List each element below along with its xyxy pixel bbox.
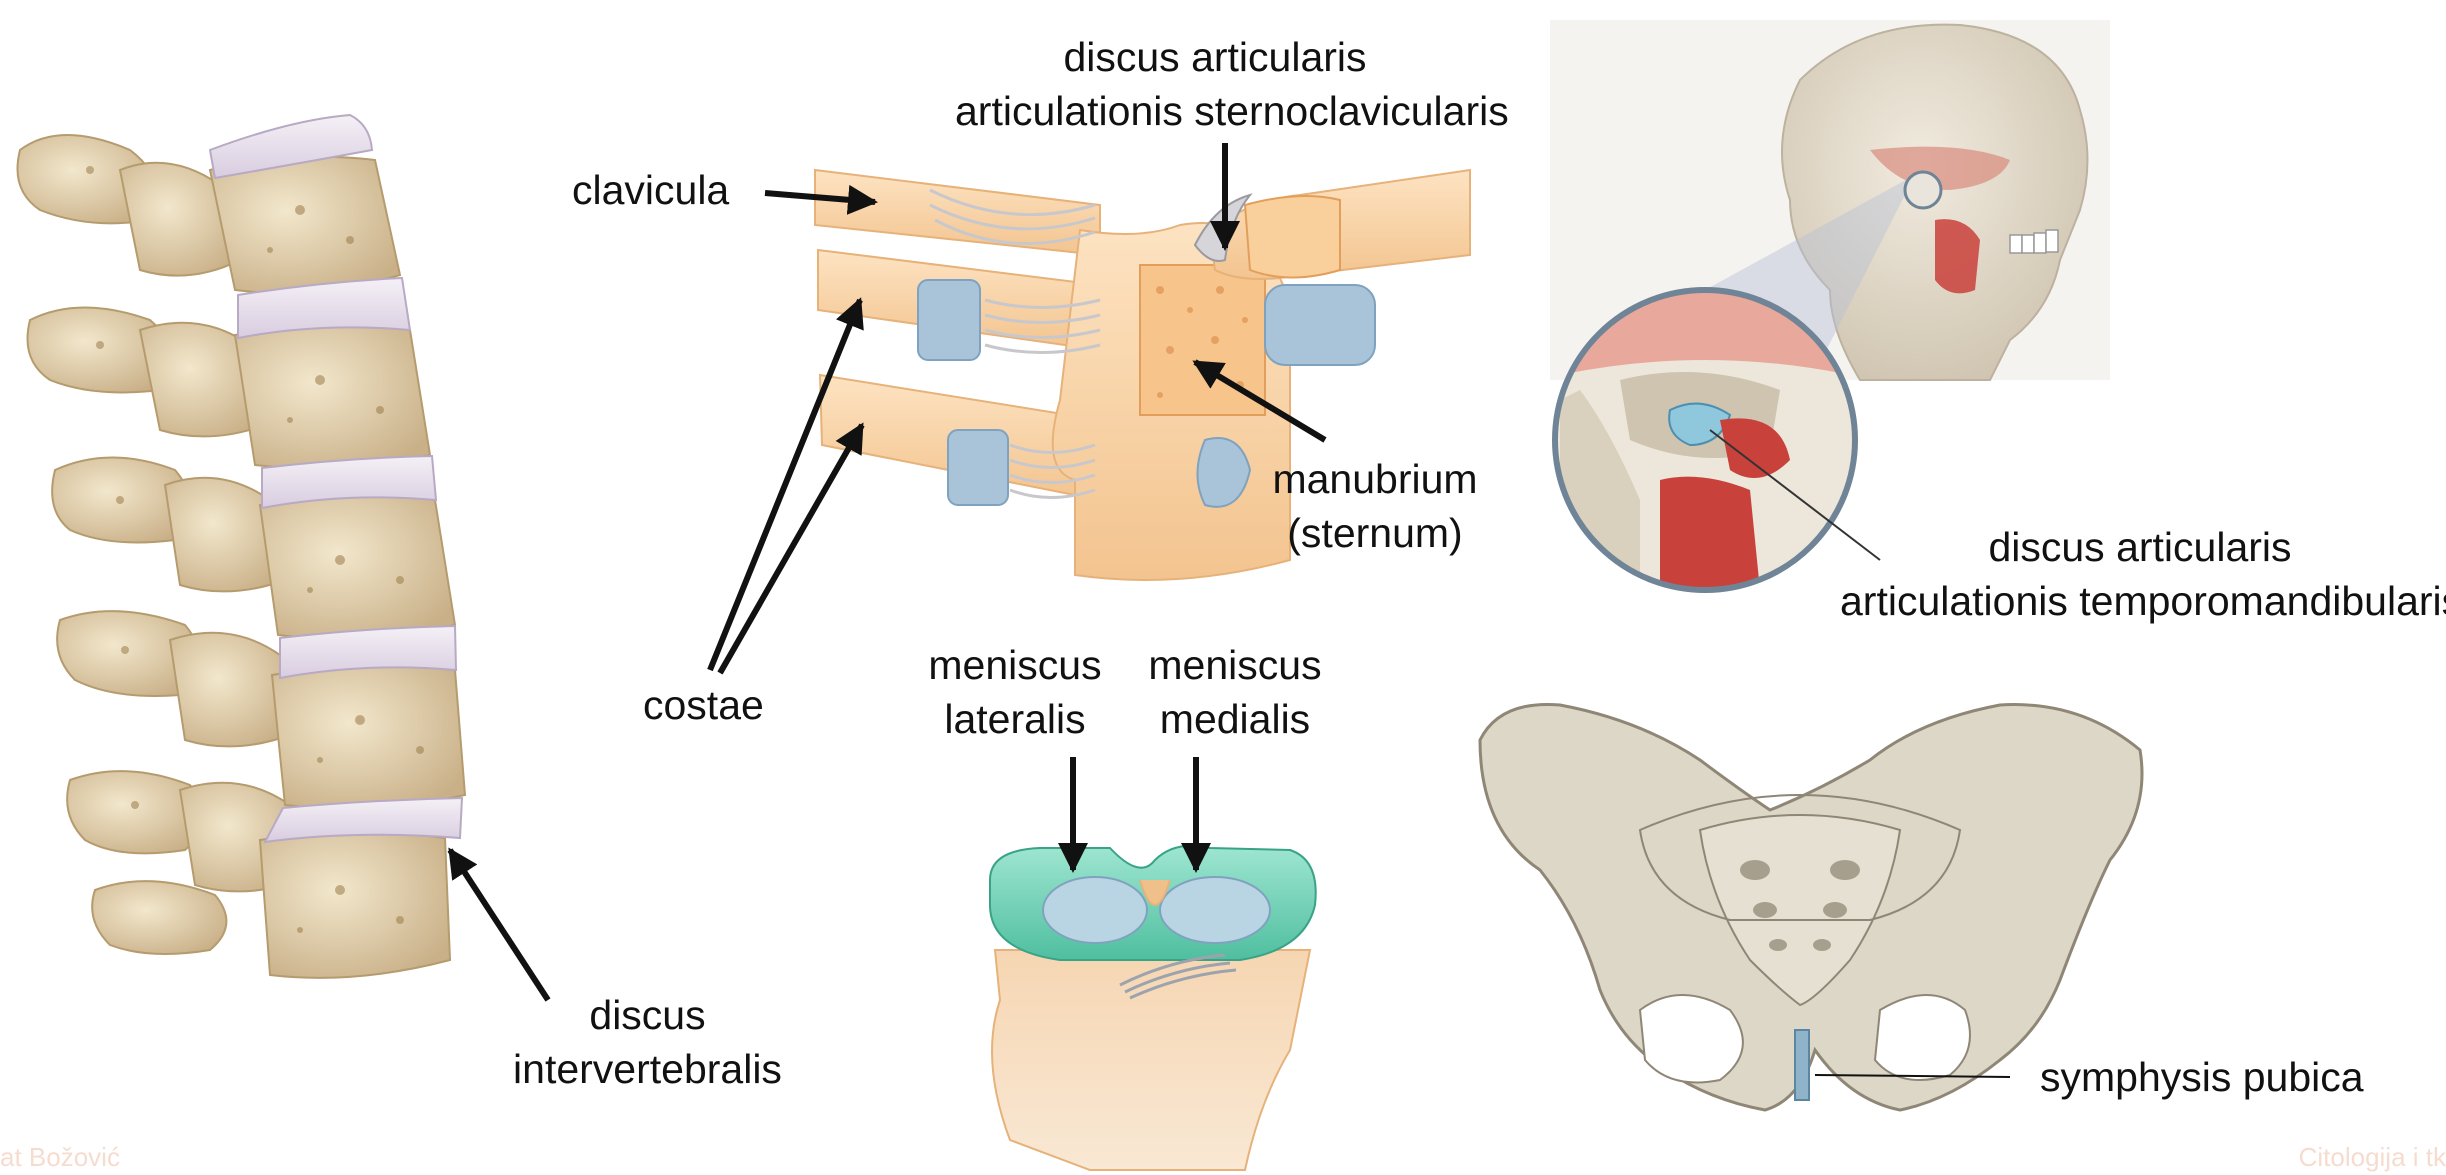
label-meniscus-medialis: meniscus medialis (1125, 638, 1345, 746)
label-discus-sternoclavicularis-line2: articulationis sternoclavicularis (955, 84, 1475, 138)
label-discus-temporomandibularis-line2: articulationis temporomandibularis (1840, 574, 2440, 628)
label-discus-temporomandibularis-line1: discus articularis (1840, 520, 2440, 574)
label-discus-intervertebralis: discus intervertebralis (470, 988, 825, 1096)
footer-author-text: at Božović (0, 1142, 120, 1173)
label-discus-intervertebralis-line2: intervertebralis (470, 1042, 825, 1096)
label-meniscus-lateralis-line2: lateralis (905, 692, 1125, 746)
knee-menisci-illustration (990, 846, 1316, 1170)
label-meniscus-medialis-line2: medialis (1125, 692, 1345, 746)
label-discus-temporomandibularis: discus articularis articulationis tempor… (1840, 520, 2440, 628)
label-meniscus-lateralis-line1: meniscus (905, 638, 1125, 692)
label-discus-sternoclavicularis-line1: discus articularis (955, 30, 1475, 84)
label-meniscus-lateralis: meniscus lateralis (905, 638, 1125, 746)
label-manubrium: manubrium (sternum) (1250, 452, 1500, 560)
label-discus-sternoclavicularis: discus articularis articulationis sterno… (955, 30, 1475, 138)
label-costae: costae (643, 678, 764, 732)
temporomandibular-joint-illustration (1550, 20, 2110, 590)
lumbar-spine-illustration (18, 115, 466, 978)
label-manubrium-line1: manubrium (1250, 452, 1500, 506)
label-symphysis-pubica: symphysis pubica (2040, 1050, 2364, 1104)
label-clavicula: clavicula (572, 163, 729, 217)
label-discus-intervertebralis-line1: discus (470, 988, 825, 1042)
footer-course-text: Citologija i tk (2299, 1142, 2446, 1173)
label-manubrium-line2: (sternum) (1250, 506, 1500, 560)
label-meniscus-medialis-line1: meniscus (1125, 638, 1345, 692)
